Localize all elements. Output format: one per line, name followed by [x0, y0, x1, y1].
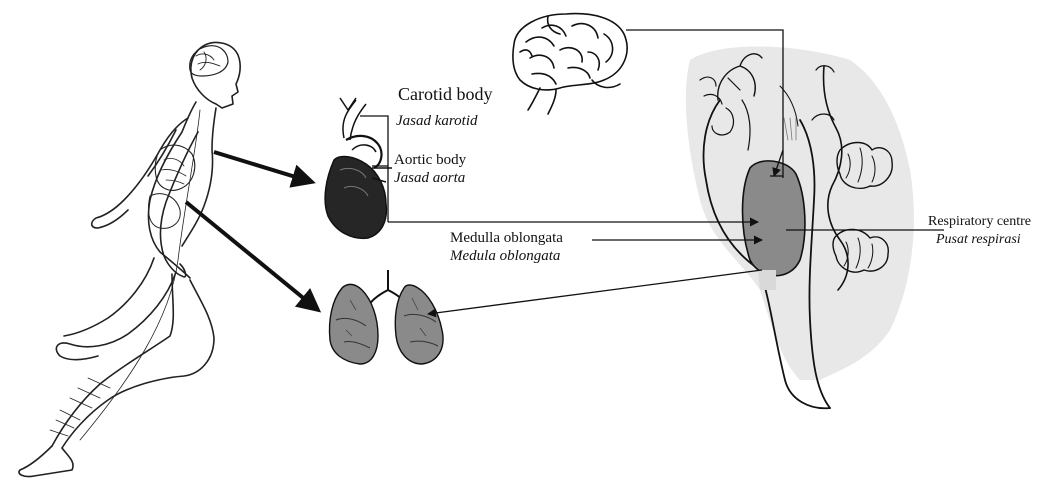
label-aortic-body-malay: Jasad aorta: [394, 170, 465, 187]
line-medulla-to-lungs: [428, 270, 762, 314]
label-aortic-body: Aortic body: [394, 152, 466, 169]
label-carotid-body: Carotid body: [398, 84, 493, 105]
label-carotid-body-malay: Jasad karotid: [396, 113, 478, 130]
brain-illustration: [513, 14, 627, 114]
lungs-illustration: [330, 270, 444, 364]
thick-arrows: [186, 152, 318, 310]
brainstem-cross-section: [686, 46, 914, 408]
label-respiratory-centre: Respiratory centre: [928, 214, 1031, 230]
running-human-figure: [19, 42, 240, 476]
label-medulla-malay: Medula oblongata: [450, 248, 560, 265]
arrow-body-to-heart: [214, 152, 312, 182]
label-medulla: Medulla oblongata: [450, 230, 563, 247]
label-respiratory-centre-malay: Pusat respirasi: [936, 232, 1021, 248]
heart-illustration: [325, 98, 392, 238]
arrow-body-to-lungs: [186, 202, 318, 310]
